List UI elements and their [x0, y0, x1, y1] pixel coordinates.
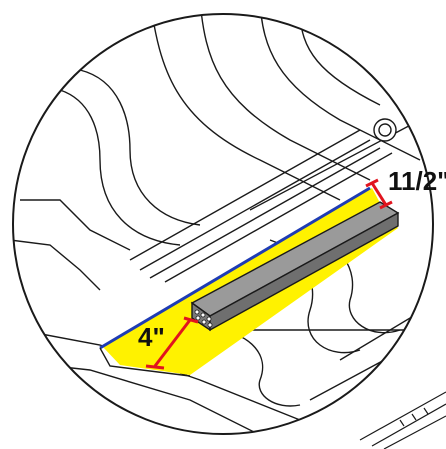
- width-dimension-label: 4": [138, 322, 165, 352]
- length-dimension-label: 11/2": [388, 166, 446, 196]
- channel-edge-line: [99, 186, 371, 350]
- length-dimension-line: [370, 182, 388, 206]
- mounting-hole: [373, 118, 397, 142]
- dimension-marks: [145, 178, 393, 370]
- lens-border: [12, 13, 434, 435]
- width-dimension-line: [153, 319, 192, 367]
- corner-part-detail: [359, 391, 446, 449]
- foam-seal-strip: [190, 201, 400, 332]
